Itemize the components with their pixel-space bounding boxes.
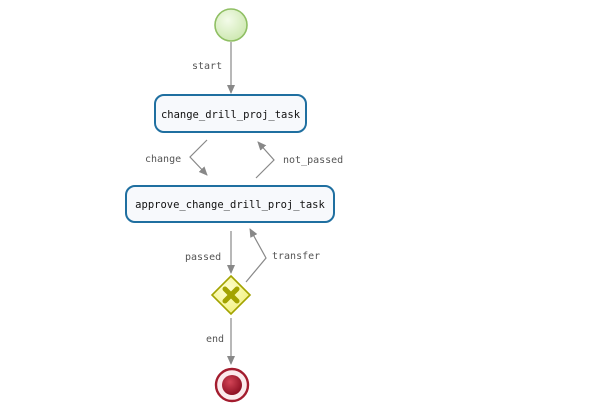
flow-change[interactable]: change [145, 139, 208, 176]
flow-label-transfer: transfer [272, 251, 320, 262]
flow-end[interactable]: end [206, 318, 235, 365]
task-change-drill-proj[interactable]: change_drill_proj_task [154, 94, 307, 133]
task-label-approve-change-drill-proj: approve_change_drill_proj_task [135, 199, 325, 211]
exclusive-gateway[interactable] [210, 274, 252, 316]
flow-label-not-passed: not_passed [283, 155, 343, 166]
gateway-x-mark [222, 286, 240, 304]
flow-transfer[interactable]: transfer [245, 228, 320, 283]
flow-start[interactable]: start [192, 42, 235, 94]
task-approve-change-drill-proj[interactable]: approve_change_drill_proj_task [125, 185, 335, 223]
flow-not-passed[interactable]: not_passed [255, 141, 343, 179]
flow-label-start: start [192, 61, 222, 72]
flow-label-end: end [206, 334, 224, 345]
end-event-inner [222, 375, 242, 395]
task-label-change-drill-proj: change_drill_proj_task [161, 109, 301, 121]
end-event[interactable] [214, 367, 250, 403]
start-event-icon [214, 8, 248, 42]
flow-label-change: change [145, 154, 181, 165]
flow-label-passed: passed [185, 252, 221, 263]
start-event[interactable] [214, 8, 248, 42]
flow-passed[interactable]: passed [185, 231, 235, 274]
